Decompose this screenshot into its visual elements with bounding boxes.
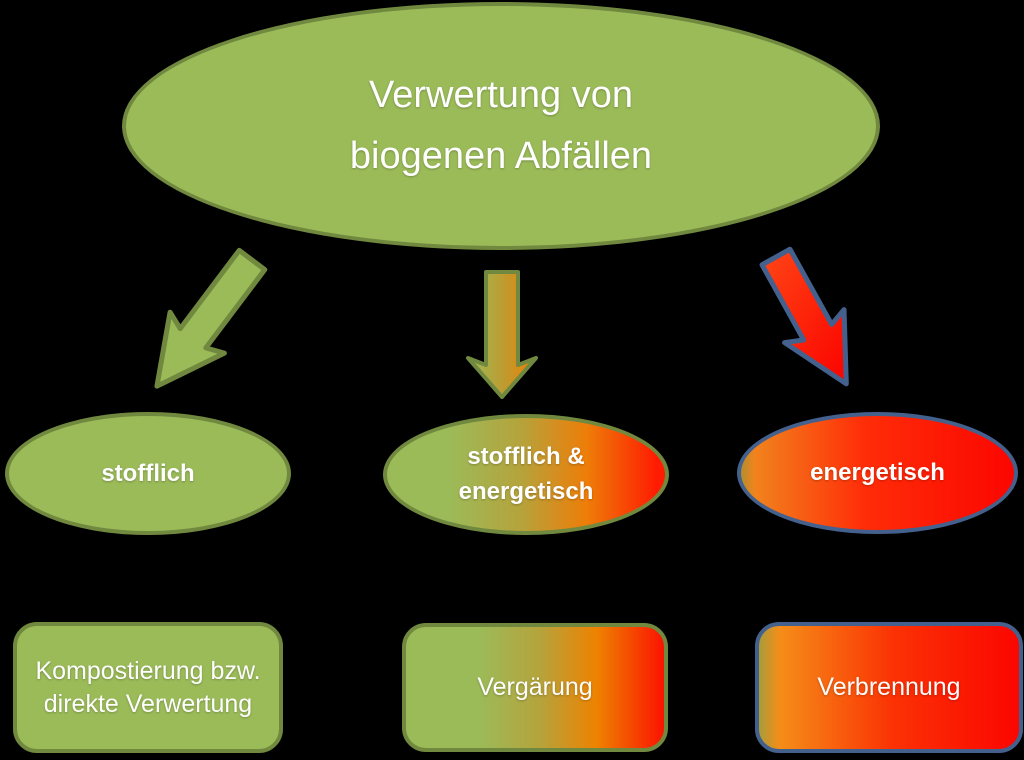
node-energetisch-label: energetisch [810,459,945,486]
leaf-vergaerung-label: Vergärung [477,673,593,701]
node-energetisch: energetisch [737,412,1018,534]
node-stofflich: stofflich [5,412,291,535]
node-stofflich-label: stofflich [101,459,195,487]
node-stofflich-energetisch-label: stofflich & energetisch [458,442,594,505]
root-node-verwertung: Verwertung von biogenen Abfällen [122,2,880,250]
leaf-kompostierung: Kompostierung bzw. direkte Verwertung [13,622,283,753]
node-stofflich-energetisch: stofflich & energetisch [383,414,669,535]
root-node-label: Verwertung von biogenen Abfällen [349,74,653,177]
leaf-verbrennung-label: Verbrennung [817,673,961,701]
leaf-kompostierung-label: Kompostierung bzw. direkte Verwertung [35,657,261,718]
arrow-down-icon [466,270,538,399]
arrow-down-left-icon [154,247,268,389]
leaf-verbrennung: Verbrennung [755,622,1023,753]
arrow-down-right-icon [759,246,849,387]
leaf-vergaerung: Vergärung [402,623,668,752]
